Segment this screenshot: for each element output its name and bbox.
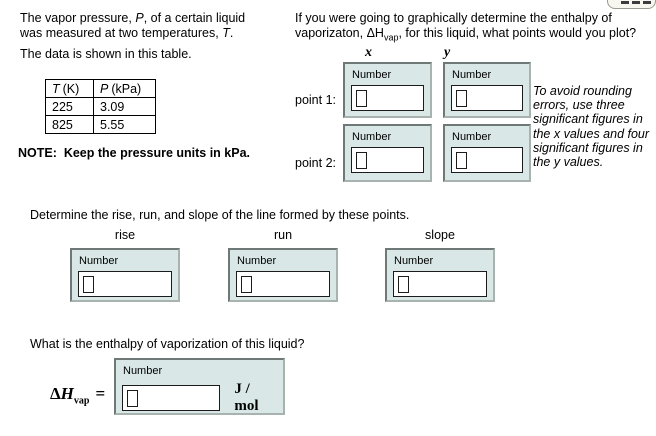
intro-line-1: The vapor pressure, P, of a certain liqu… [20,11,246,25]
answer-cell [127,389,138,407]
point2-y-input[interactable] [451,147,523,173]
number-label: Number [452,69,492,81]
pressure-value: 3.09 [93,97,156,116]
enthalpy-variable: H [60,384,74,403]
answer-cell [456,151,467,169]
intro-line-2: was measured at two temperatures, T. [20,26,234,40]
point1-x-input[interactable] [351,85,424,111]
delta-h-vap-equation-label: ΔHvap= [50,384,106,407]
temperature-column-header: T(K) [45,79,94,98]
slope-answer-widget: Number [385,248,495,302]
slope-label: slope [425,228,455,242]
equals-sign: = [95,384,106,403]
vapor-pressure-data-table: T(K) P(kPa) 225 3.09 825 5.55 [45,79,156,134]
x-column-header: x [365,45,372,60]
point1-y-answer-widget: Number [443,62,531,118]
slope-input[interactable] [393,271,487,297]
plot-question-line-1: If you were going to graphically determi… [295,11,612,25]
point2-y-answer-widget: Number [443,124,531,182]
table-row: 225 3.09 [45,97,156,116]
run-answer-widget: Number [228,248,338,302]
y-column-header: y [444,45,451,60]
enthalpy-input[interactable] [122,385,221,411]
rise-input[interactable] [78,271,172,297]
run-input[interactable] [236,271,330,297]
point1-label: point 1: [295,93,337,107]
button-glyph-dash [632,1,640,4]
button-glyph-dash [643,1,651,4]
number-label: Number [352,69,392,81]
answer-cell [398,275,409,293]
rise-answer-widget: Number [70,248,180,302]
table-caption: The data is shown in this table. [20,47,192,61]
sig-figs-note: To avoid rounding errors, use three sign… [533,84,650,170]
intro-paragraph: The vapor pressure, P, of a certain liqu… [20,11,245,41]
top-right-partial-button[interactable] [607,0,656,9]
pressure-value: 5.55 [93,115,156,134]
delta-h-vap-inline: ΔH [366,26,384,40]
point2-label: point 2: [295,156,337,170]
number-label: Number [452,131,492,143]
delta-symbol: Δ [50,384,61,403]
point2-x-input[interactable] [351,147,424,173]
table-row: 825 5.55 [45,115,156,134]
number-label: Number [394,255,434,267]
answer-cell [83,275,94,293]
rise-label: rise [114,228,136,242]
slope-prompt: Determine the rise, run, and slope of th… [30,208,410,222]
temperature-value: 825 [45,115,94,134]
answer-cell [356,89,367,107]
point1-y-input[interactable] [451,85,523,111]
enthalpy-prompt: What is the enthalpy of vaporization of … [30,337,305,351]
run-label: run [273,228,293,242]
answer-cell [356,151,367,169]
units-note: NOTE: Keep the pressure units in kPa. [18,146,251,160]
point2-x-answer-widget: Number [343,124,432,182]
plot-question-paragraph: If you were going to graphically determi… [295,11,636,46]
plot-question-line-2: vaporizaton, ΔHvap, for this liquid, wha… [295,26,637,43]
number-label: Number [352,131,392,143]
temperature-variable: T [222,26,230,40]
number-label: Number [237,255,277,267]
enthalpy-answer-widget: Number J / mol [114,358,285,415]
pressure-column-header: P(kPa) [93,79,156,98]
answer-cell [456,89,467,107]
answer-cell [241,275,252,293]
button-glyph-dash [621,1,629,4]
number-label: Number [123,365,163,377]
pressure-variable: P [135,11,144,25]
point1-x-answer-widget: Number [343,62,432,118]
temperature-value: 225 [45,97,94,116]
number-label: Number [79,255,119,267]
table-header-row: T(K) P(kPa) [45,79,156,98]
joules-per-mole-unit: J / mol [234,381,259,414]
